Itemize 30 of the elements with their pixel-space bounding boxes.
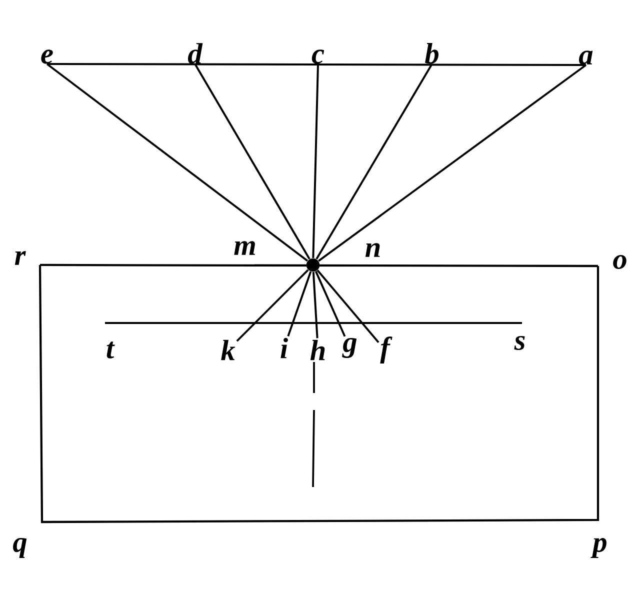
ray-line bbox=[46, 63, 308, 262]
point-letter: a bbox=[579, 50, 593, 65]
point-letter: e bbox=[41, 50, 53, 64]
ray-line bbox=[287, 271, 312, 337]
point-letter: c bbox=[312, 50, 324, 64]
point-letter: m bbox=[234, 241, 255, 255]
point-letter: i bbox=[280, 338, 288, 358]
ray-line bbox=[316, 64, 433, 260]
point-letter: k bbox=[221, 340, 236, 360]
ray-line bbox=[312, 64, 319, 258]
pinhole-dot bbox=[306, 258, 320, 272]
point-letter: t bbox=[106, 342, 115, 358]
point-letter: q bbox=[13, 538, 27, 558]
ray-line bbox=[312, 272, 318, 338]
ray-line bbox=[236, 269, 309, 342]
ray-line bbox=[318, 64, 587, 262]
ray-line bbox=[316, 270, 380, 343]
ray-line bbox=[194, 64, 310, 260]
point-letter: b bbox=[425, 43, 438, 64]
point-letter: o bbox=[613, 254, 626, 270]
point-letter: f bbox=[380, 336, 392, 364]
point-letter: n bbox=[365, 243, 380, 257]
ray-line bbox=[314, 270, 346, 337]
point-letter: p bbox=[590, 538, 606, 558]
point-letter: d bbox=[188, 43, 203, 64]
point-letter: s bbox=[514, 336, 525, 350]
point-letter: r bbox=[14, 251, 26, 265]
point-letter: h bbox=[310, 340, 325, 360]
top-line bbox=[47, 63, 586, 66]
point-letter: g bbox=[342, 338, 357, 358]
